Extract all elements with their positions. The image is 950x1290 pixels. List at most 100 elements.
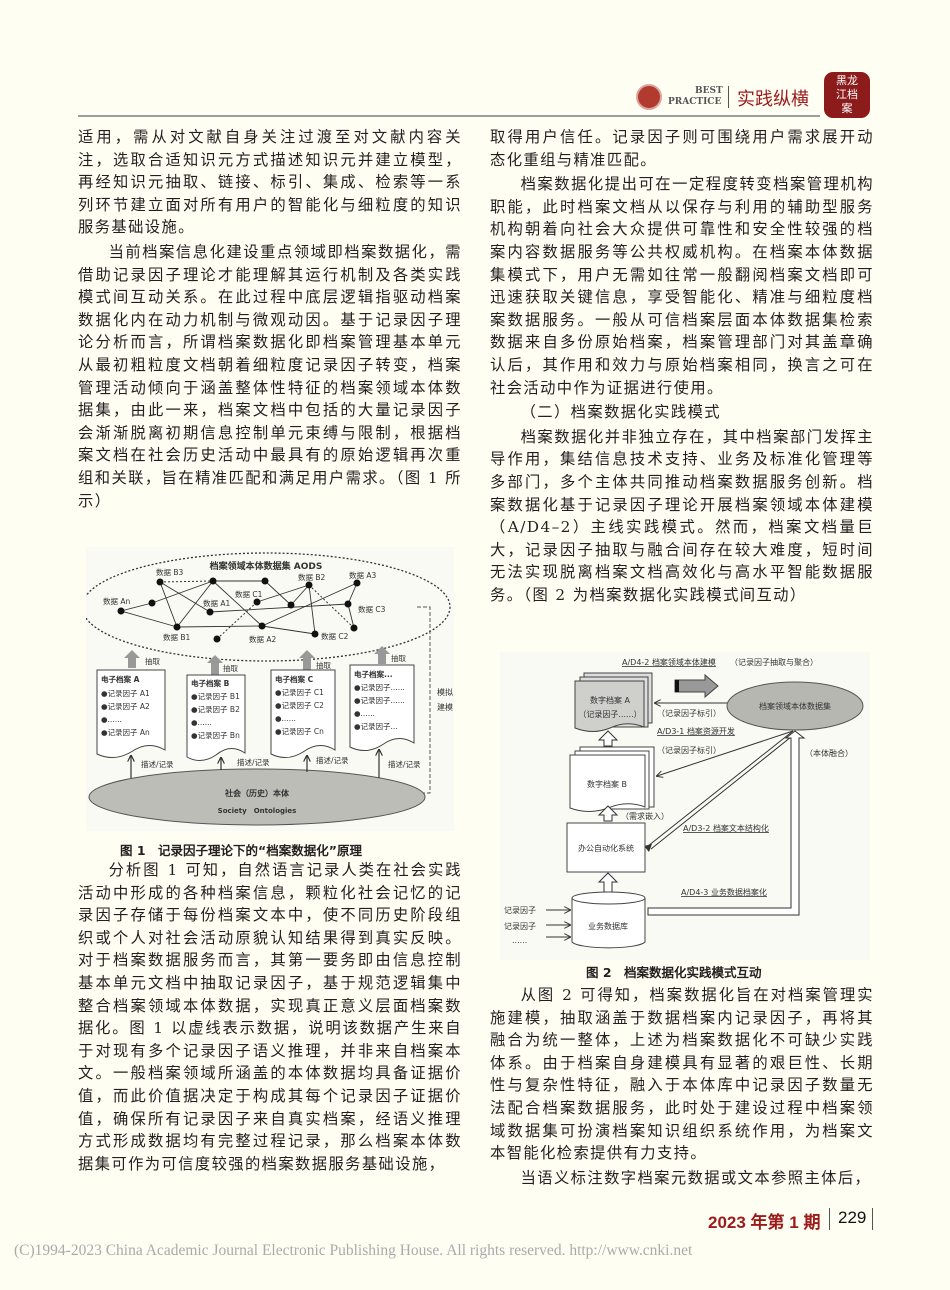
journal-emblem-icon [636, 84, 662, 110]
dataset-ellipse [726, 681, 864, 731]
input-arrows [546, 910, 570, 937]
doc-title: 电子档案 A [101, 674, 140, 684]
doc-title: 电子档案 C [275, 674, 314, 684]
dataset-ellipse [81, 552, 451, 662]
input-label: 记录因子 [504, 922, 536, 931]
left-column-lower: 分析图 1 可知，自然语言记录人类在社会实践活动中形成的各种档案信息，颗粒化社会… [78, 859, 462, 1175]
input-labels: 记录因子 记录因子 ...... [504, 906, 536, 945]
up-arrow [597, 872, 619, 893]
extract-labels: 抽取 抽取 抽取 抽取 [145, 653, 406, 673]
paragraph: 取得用户信任。记录因子则可围绕用户需求展开动态化重组与精准匹配。 [490, 128, 874, 169]
right-column: 取得用户信任。记录因子则可围绕用户需求展开动态化重组与精准匹配。 档案数据化提出… [490, 126, 874, 606]
data-nodes [117, 577, 361, 643]
doc-item: ●...... [101, 715, 122, 724]
index-arrow-2 [657, 730, 794, 776]
structure-arrowhead [644, 844, 652, 852]
ad32-label: A/D3-2 档案文本结构化 [683, 823, 769, 833]
section-title: 实践纵横 [737, 89, 809, 110]
doc-item: ●记录因子 C1 [275, 688, 324, 697]
describe-label: 描述/记录 [388, 759, 421, 769]
node-label: 数据 C1 [235, 589, 263, 599]
ad43-label: A/D4-3 业务数据档案化 [681, 887, 767, 897]
doc-item: ●记录因子 Cn [275, 727, 324, 736]
digital-archive-b: 数字档案 B [569, 746, 655, 812]
doc-item: ●记录因子 A2 [101, 702, 150, 711]
node-label: 数据 C3 [358, 604, 386, 614]
doc-item: ●记录因子 Bn [191, 731, 240, 740]
doc-item: ●记录因子 A1 [101, 689, 150, 698]
simulation-label: 模拟 [437, 687, 453, 697]
extract-label: 抽取 [316, 660, 331, 670]
right-column-lower: 从图 2 可得知，档案数据化旨在对档案管理实施建模，抽取涵盖于数据档案内记录因子… [490, 984, 874, 1189]
extract-label: 抽取 [223, 663, 238, 673]
fig2-labels: A/D4-2 档案领域本体建模 （记录因子抽取与聚合） （记录因子标引） A/D… [622, 657, 853, 897]
up-arrow [597, 805, 619, 822]
doc-item: ●...... [275, 714, 296, 723]
copyright-notice: (C)1994-2023 China Academic Journal Elec… [14, 1242, 693, 1259]
extract-arrows [124, 646, 390, 675]
doc-item: ●记录因子 C2 [275, 701, 324, 710]
document-texts: 电子档案 A ●记录因子 A1 ●记录因子 A2 ●...... ●记录因子 A… [101, 669, 405, 740]
oa-label: 办公自动化系统 [578, 843, 634, 853]
structure-arrow [647, 730, 797, 850]
node-label: 数据 An [103, 596, 131, 606]
input-label: 记录因子 [504, 906, 536, 915]
right-arrow [674, 673, 719, 699]
doc-item: ●记录因子 An [101, 728, 150, 737]
extract-label: 抽取 [145, 656, 160, 666]
fusion-arrow [647, 730, 806, 916]
doc-item: ●记录因子...... [354, 696, 405, 705]
doc-b-label: 数字档案 B [587, 779, 627, 789]
doc-item: ●记录因子 B2 [191, 705, 240, 714]
node-label: 数据 C2 [321, 631, 349, 641]
figure-2-caption: 图 2 档案数据化实践模式互动 [586, 965, 762, 980]
doc-title: 电子档案... [354, 669, 393, 679]
paragraph: 档案数据化提出可在一定程度转变档案管理机构职能，此时档案文档从以保存与利用的辅助… [490, 175, 874, 397]
paragraph: 适用，需从对文献自身关注过渡至对文献内容关注，选取合适知识元方式描述知识元并建立… [78, 128, 462, 237]
figure-2-diagram: A/D4-2 档案领域本体建模 （记录因子抽取与聚合） （记录因子标引） A/D… [504, 657, 864, 949]
node-labels: 数据 B3 数据 An 数据 A1 数据 C1 数据 B2 数据 A3 数据 C… [103, 567, 386, 644]
arrow-tail [675, 680, 679, 692]
footer-divider [829, 1208, 830, 1230]
doc-title: 电子档案 B [191, 678, 230, 688]
doc-item: ●...... [191, 718, 212, 727]
node-edges [120, 580, 358, 635]
node-label: 数据 A1 [203, 598, 231, 608]
oa-system-box [566, 822, 646, 873]
society-en-label: Society Ontologies [218, 807, 297, 815]
figure-1: 档案领域本体数据集 AODS 数据 B3 数据 An 数据 A1 数据 C1 数… [81, 547, 454, 831]
doc-a-label: 数字档案 A [590, 695, 631, 705]
paragraph: 当前档案信息化建设重点领域即档案数据化，需借助记录因子理论才能理解其运行机制及各… [78, 242, 462, 510]
doc-item: ●...... [354, 709, 375, 718]
db-label: 业务数据库 [588, 921, 628, 931]
left-column: 适用，需从对文献自身关注过渡至对文献内容关注，选取合适知识元方式描述知识元并建立… [78, 126, 462, 512]
digital-archive-a: 数字档案 A （记录因子......） [574, 672, 653, 732]
node-label: 数据 B3 [156, 567, 184, 577]
seal-text: 黑龙江档案 [836, 74, 858, 115]
paragraph: 从图 2 可得知，档案数据化旨在对档案管理实施建模，抽取涵盖于数据档案内记录因子… [490, 986, 874, 1163]
footer-divider [872, 1208, 873, 1230]
page-number: 229 [838, 1208, 867, 1227]
doc-a-sub: （记录因子......） [578, 710, 641, 719]
describe-label: 描述/记录 [141, 759, 174, 769]
extract-label: 抽取 [391, 653, 406, 663]
header-practice: PRACTICE [668, 97, 722, 107]
paragraph: 档案数据化并非独立存在，其中档案部门发挥主导作用，集结信息技术支持、业务及标准化… [490, 427, 874, 604]
input-label: ...... [512, 936, 527, 945]
doc-item: ●记录因子... [354, 722, 398, 731]
figure-2: A/D4-2 档案领域本体建模 （记录因子抽取与聚合） （记录因子标引） A/D… [500, 652, 870, 960]
header-best: BEST [695, 86, 723, 96]
paragraph: 当语义标注数字档案元数据或文本参照主体后， [520, 1168, 872, 1187]
ad42-note: （记录因子抽取与聚合） [730, 657, 818, 667]
simulation-label: 建模 [437, 702, 453, 712]
dataset-title: 档案领域本体数据集 AODS [210, 560, 323, 572]
demand-label: （需求嵌入） [621, 811, 669, 821]
section-heading: （二）档案数据化实践模式 [520, 403, 721, 422]
inferred-edges [159, 580, 355, 640]
society-cn-label: 社会（历史）本体 [224, 788, 290, 798]
up-arrow [597, 730, 619, 747]
node-label: 数据 B1 [163, 632, 191, 642]
node-label: 数据 A3 [349, 570, 377, 580]
doc-item: ●记录因子 B1 [191, 692, 240, 701]
business-database: 业务数据库 [571, 891, 646, 949]
